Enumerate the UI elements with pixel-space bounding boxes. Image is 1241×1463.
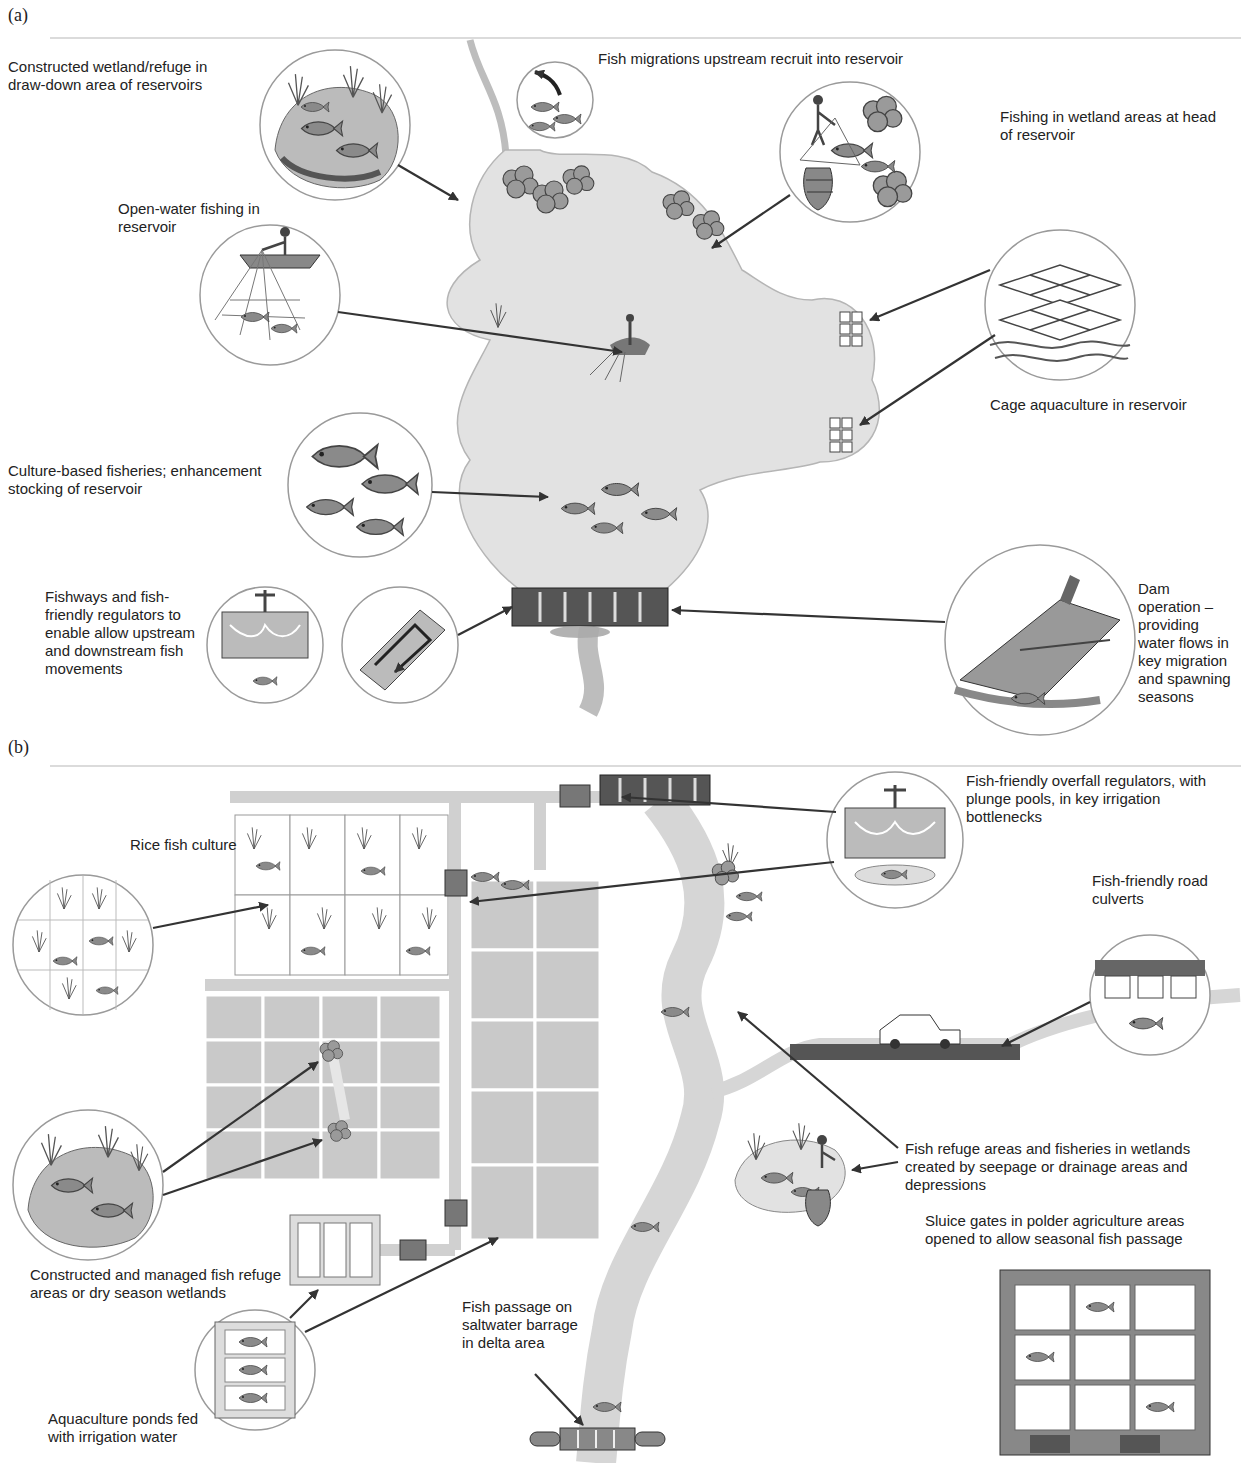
annotation-label: Fish-friendly overfall regulators, with … <box>966 772 1236 826</box>
annotation-label: Sluice gates in polder agriculture areas… <box>925 1212 1230 1248</box>
annotation-label: Fishways and fish-friendly regulators to… <box>45 588 200 678</box>
leader-arrows-b <box>153 797 1090 1425</box>
panel-rule <box>50 38 1241 766</box>
leader-arrows-a <box>338 165 995 635</box>
callout-circles-a <box>200 50 1135 735</box>
annotation-label: Fish refuge areas and fisheries in wetla… <box>905 1140 1230 1194</box>
circle-contents-b <box>18 785 1205 1418</box>
panel-letter: (b) <box>8 738 68 756</box>
annotation-label: Dam operation – providing water flows in… <box>1138 580 1236 706</box>
irrigation-map <box>205 775 1240 1463</box>
callout-circles-b <box>13 772 1210 1430</box>
annotation-label: Rice fish culture <box>130 836 330 854</box>
annotation-label: Culture-based fisheries; enhancement sto… <box>8 462 280 498</box>
annotation-label: Constructed and managed fish refuge area… <box>30 1266 290 1302</box>
annotation-label: Fishing in wetland areas at head of rese… <box>1000 108 1232 144</box>
annotation-label: Cage aquaculture in reservoir <box>990 396 1230 414</box>
panel-letter: (a) <box>8 6 68 24</box>
annotation-label: Fish-friendly road culverts <box>1092 872 1232 908</box>
annotation-label: Open-water fishing in reservoir <box>118 200 273 236</box>
annotation-label: Constructed wetland/refuge in draw-down … <box>8 58 213 94</box>
circle-contents-a <box>215 66 1130 704</box>
reservoir-map <box>447 40 879 712</box>
annotation-label: Fish passage on saltwater barrage in del… <box>462 1298 580 1352</box>
annotation-label: Fish migrations upstream recruit into re… <box>598 50 918 68</box>
annotation-label: Aquaculture ponds fed with irrigation wa… <box>48 1410 218 1446</box>
